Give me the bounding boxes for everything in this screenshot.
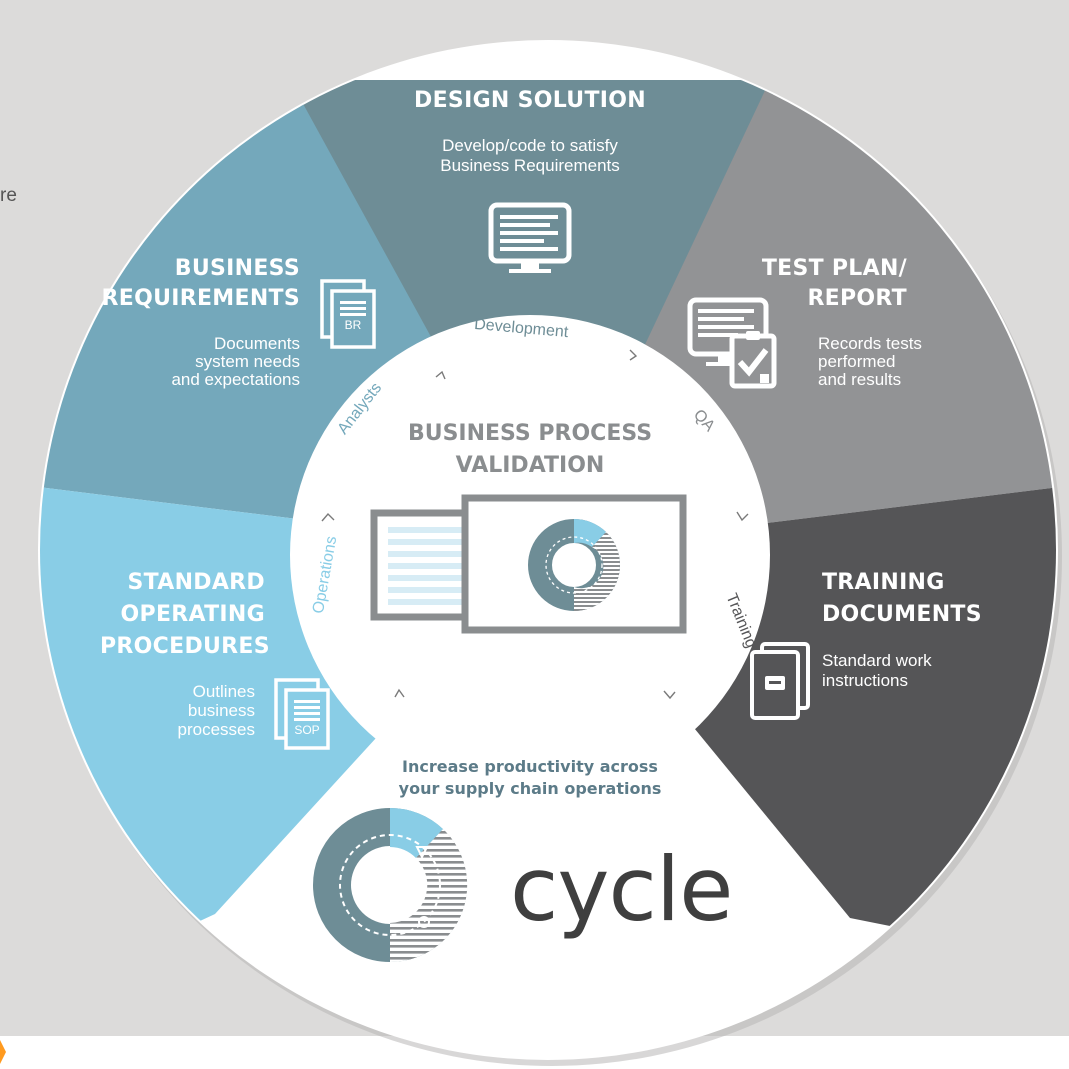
test-plan-desc-3: and results bbox=[818, 370, 902, 389]
test-plan-title-1: TEST PLAN/ bbox=[761, 256, 907, 281]
test-plan-title-2: REPORT bbox=[807, 286, 907, 311]
edge-text-fragment: re bbox=[0, 185, 17, 206]
sop-document-icon bbox=[274, 678, 330, 750]
br-icon-label: BR bbox=[344, 318, 362, 332]
sop-desc-3: processes bbox=[177, 720, 255, 739]
business-requirements-title-1: BUSINESS bbox=[174, 256, 300, 281]
training-document-icon bbox=[750, 642, 810, 720]
sop-desc-2: business bbox=[187, 701, 255, 720]
tagline-line-2: your supply chain operations bbox=[398, 779, 662, 798]
business-requirements-title-2: REQUIREMENTS bbox=[101, 286, 300, 311]
design-solution-title: DESIGN SOLUTION bbox=[414, 88, 646, 113]
sop-title-1: STANDARD bbox=[127, 570, 265, 595]
sop-desc-1: Outlines bbox=[192, 682, 255, 701]
sop-icon-label: SOP bbox=[294, 723, 320, 737]
center-title-line-2: VALIDATION bbox=[455, 453, 605, 478]
monitor-icon bbox=[488, 202, 572, 273]
brand-wordmark: cycle bbox=[510, 838, 733, 941]
cycle-logo-icon bbox=[313, 807, 468, 963]
design-solution-desc-2: Business Requirements bbox=[440, 156, 620, 175]
training-desc-1: Standard work bbox=[822, 651, 932, 670]
br-document-icon bbox=[320, 279, 376, 349]
test-plan-desc-2: performed bbox=[818, 352, 896, 371]
business-requirements-desc-2: system needs bbox=[195, 352, 300, 371]
ring-chevrons bbox=[321, 349, 749, 700]
test-report-icon bbox=[687, 297, 777, 389]
business-requirements-desc-3: and expectations bbox=[171, 370, 300, 389]
training-desc-2: instructions bbox=[822, 671, 908, 690]
test-plan-desc-1: Records tests bbox=[818, 334, 922, 353]
sop-title-3: PROCEDURES bbox=[100, 634, 270, 659]
tagline-line-1: Increase productivity across bbox=[402, 757, 658, 776]
business-requirements-desc-1: Documents bbox=[214, 334, 300, 353]
center-title-line-1: BUSINESS PROCESS bbox=[407, 421, 653, 446]
training-title-2: DOCUMENTS bbox=[822, 602, 982, 627]
center-logo-ring bbox=[528, 519, 620, 611]
design-solution-desc-1: Develop/code to satisfy bbox=[442, 136, 618, 155]
segment-design-solution bbox=[286, 80, 780, 550]
sop-title-2: OPERATING bbox=[120, 602, 265, 627]
edge-arrow-icon bbox=[0, 1040, 6, 1064]
training-title-1: TRAINING bbox=[822, 570, 945, 595]
